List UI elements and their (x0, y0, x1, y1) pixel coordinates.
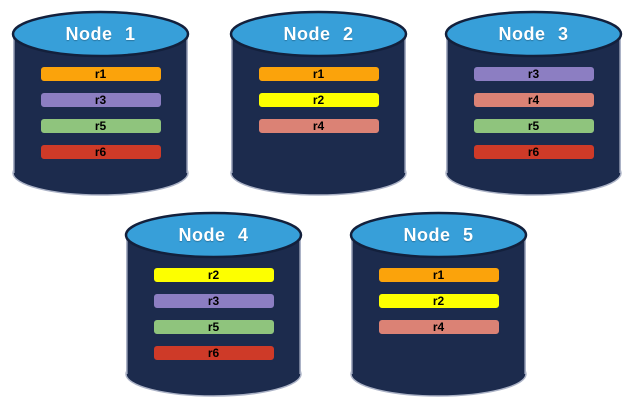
replica-list: r1 r2 r4 (376, 266, 501, 336)
replica-bar: r4 (471, 91, 596, 109)
replica-bar: r3 (471, 65, 596, 83)
replica-list: r2 r3 r5 r6 (151, 266, 276, 362)
replica-bar: r1 (38, 65, 163, 83)
node-title: Node 3 (498, 24, 569, 44)
replica-bar: r3 (151, 292, 276, 310)
replica-bar: r5 (38, 117, 163, 135)
replica-bar: r6 (38, 143, 163, 161)
cylinder-top (124, 211, 303, 259)
node-2: Node 2 r1 r2 r4 (228, 8, 409, 198)
replica-bar: r2 (376, 292, 501, 310)
replica-bar: r4 (376, 318, 501, 336)
node-title: Node 4 (178, 225, 249, 245)
cylinder-top (444, 10, 623, 58)
replica-bar: r5 (151, 318, 276, 336)
replica-bar: r4 (256, 117, 381, 135)
cylinder-top (349, 211, 528, 259)
replica-bar: r6 (151, 344, 276, 362)
node-1: Node 1 r1 r3 r5 r6 (10, 8, 191, 198)
replica-bar: r5 (471, 117, 596, 135)
replica-bar: r3 (38, 91, 163, 109)
replica-bar: r1 (256, 65, 381, 83)
node-title: Node 1 (65, 24, 136, 44)
replica-list: r1 r2 r4 (256, 65, 381, 135)
replica-bar: r2 (151, 266, 276, 284)
cylinder-top (229, 10, 408, 58)
node-3: Node 3 r3 r4 r5 r6 (443, 8, 624, 198)
replica-bar: r2 (256, 91, 381, 109)
cylinder-top (11, 10, 190, 58)
replica-bar: r1 (376, 266, 501, 284)
node-5: Node 5 r1 r2 r4 (348, 209, 529, 399)
node-title: Node 2 (283, 24, 354, 44)
node-title: Node 5 (403, 225, 474, 245)
replica-bar: r6 (471, 143, 596, 161)
replica-list: r3 r4 r5 r6 (471, 65, 596, 161)
replica-list: r1 r3 r5 r6 (38, 65, 163, 161)
node-4: Node 4 r2 r3 r5 r6 (123, 209, 304, 399)
